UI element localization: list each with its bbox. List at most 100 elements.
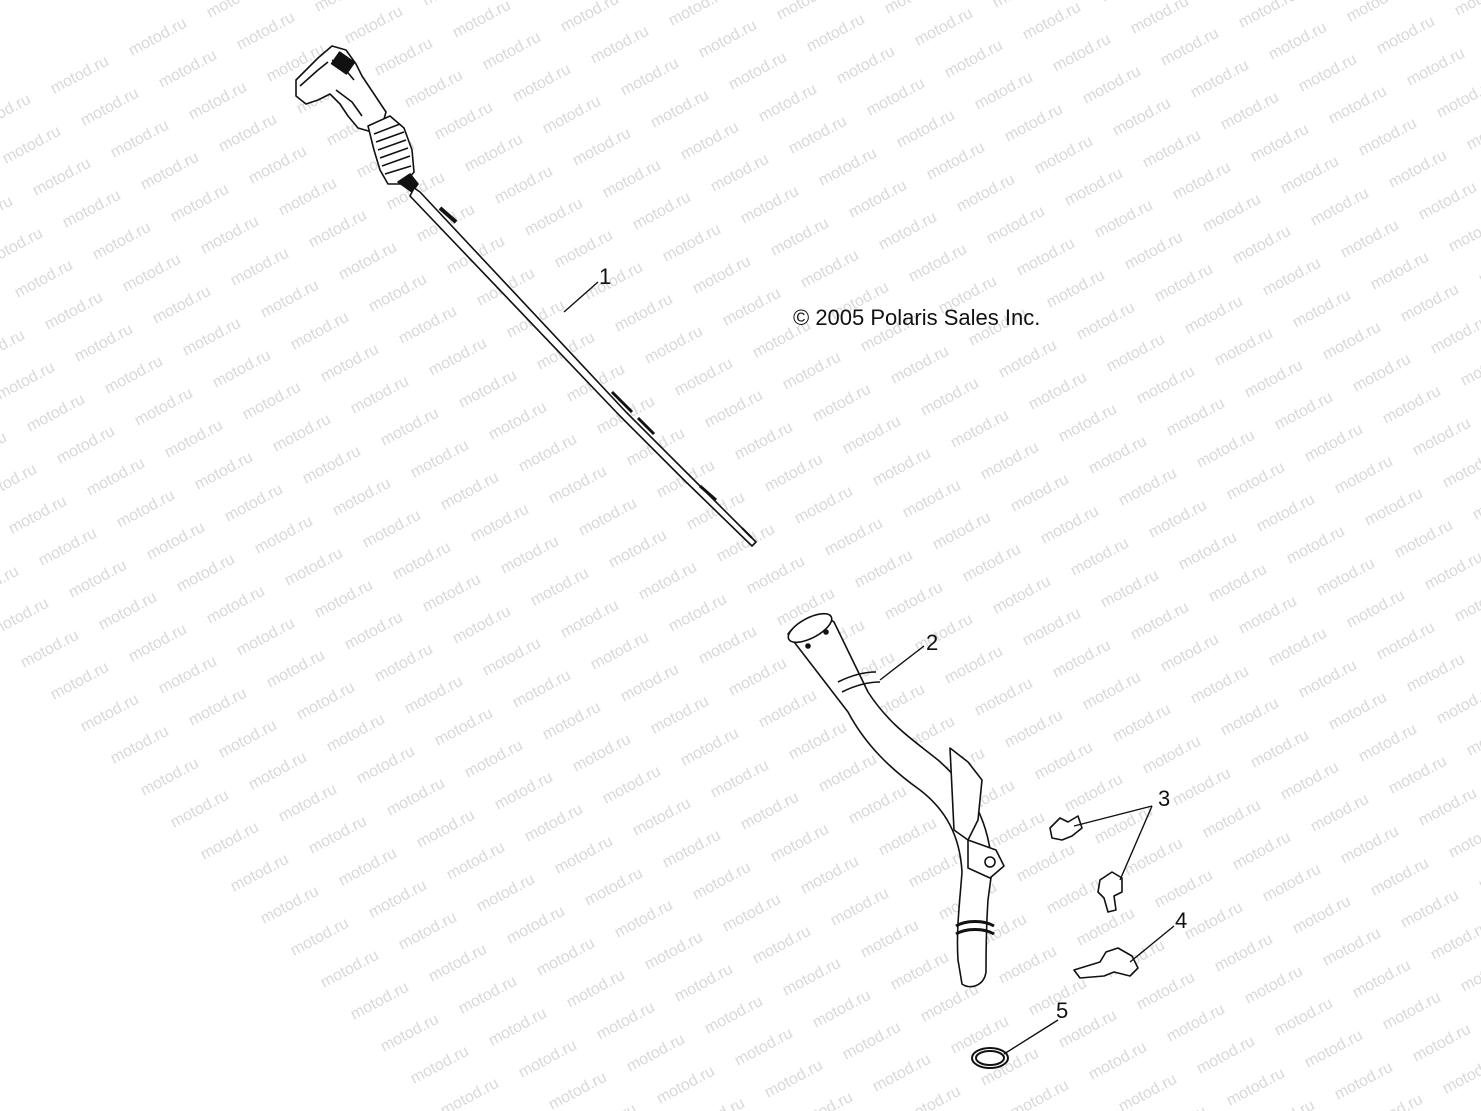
watermark-text: motod.ru — [840, 413, 904, 458]
watermark-text: motod.ru — [972, 675, 1036, 720]
watermark-text: motod.ru — [1416, 785, 1480, 830]
watermark-text: motod.ru — [1296, 657, 1360, 702]
watermark-text: motod.ru — [1158, 631, 1222, 676]
watermark-text: motod.ru — [930, 509, 994, 554]
watermark-text: motod.ru — [1476, 243, 1481, 288]
watermark-text: motod.ru — [1032, 739, 1096, 784]
watermark-text: motod.ru — [1008, 471, 1072, 516]
watermark-text: motod.ru — [408, 1043, 472, 1088]
watermark-text: motod.ru — [1452, 581, 1481, 626]
watermark-text: motod.ru — [1116, 1071, 1180, 1111]
watermark-text: motod.ru — [384, 775, 448, 820]
watermark-text: motod.ru — [174, 551, 238, 596]
watermark-text: motod.ru — [1230, 223, 1294, 268]
watermark-text: motod.ru — [888, 949, 952, 994]
watermark-text: motod.ru — [1152, 867, 1216, 912]
watermark-text: motod.ru — [1104, 331, 1168, 376]
watermark-text: motod.ru — [558, 0, 622, 36]
watermark-text: motod.ru — [1116, 465, 1180, 510]
watermark-text: motod.ru — [462, 737, 526, 782]
leader-3a — [1073, 805, 1153, 827]
watermark-text: motod.ru — [294, 679, 358, 724]
watermark-text: motod.ru — [420, 571, 484, 616]
watermark-text: motod.ru — [510, 667, 574, 712]
watermark-text: motod.ru — [942, 643, 1006, 688]
watermark-text: motod.ru — [492, 769, 556, 814]
watermark-text: motod.ru — [1332, 1059, 1396, 1104]
watermark-text: motod.ru — [1182, 899, 1246, 944]
watermark-text: motod.ru — [462, 131, 526, 176]
watermark-text: motod.ru — [756, 687, 820, 732]
watermark-text: motod.ru — [516, 1037, 580, 1082]
watermark-text: motod.ru — [972, 69, 1036, 114]
watermark-text: motod.ru — [1380, 383, 1444, 428]
watermark-text: motod.ru — [618, 55, 682, 100]
watermark-text: motod.ru — [750, 923, 814, 968]
filler-tube-part — [787, 612, 1005, 988]
watermark-text: motod.ru — [306, 813, 370, 858]
watermark-text: motod.ru — [1146, 497, 1210, 542]
watermark-text: motod.ru — [684, 1095, 748, 1111]
watermark-text: motod.ru — [0, 123, 64, 168]
watermark-text: motod.ru — [1320, 319, 1384, 364]
watermark-text: motod.ru — [426, 941, 490, 986]
watermark-text: motod.ru — [1032, 133, 1096, 178]
watermark-text: motod.ru — [1452, 0, 1481, 20]
watermark-text: motod.ru — [1338, 823, 1402, 868]
watermark-text: motod.ru — [1200, 797, 1264, 842]
watermark-text: motod.ru — [60, 187, 124, 232]
watermark-text: motod.ru — [1026, 369, 1090, 414]
watermark-text: motod.ru — [1374, 13, 1438, 58]
watermark-text: motod.ru — [1230, 829, 1294, 874]
callout-2: 2 — [926, 630, 939, 655]
watermark-text: motod.ru — [1278, 153, 1342, 198]
watermark-text: motod.ru — [996, 943, 1060, 988]
watermark-text: motod.ru — [840, 1019, 904, 1064]
watermark-text: motod.ru — [624, 1031, 688, 1076]
o-ring-part — [971, 1047, 1009, 1069]
watermark-text: motod.ru — [150, 283, 214, 328]
watermark-text: motod.ru — [1014, 841, 1078, 886]
watermark-text: motod.ru — [1164, 395, 1228, 440]
callout-3: 3 — [1158, 786, 1171, 811]
watermark-text: motod.ru — [522, 195, 586, 240]
watermark-text: motod.ru — [24, 391, 88, 436]
watermark-text: motod.ru — [1260, 255, 1324, 300]
watermark-text: motod.ru — [78, 85, 142, 130]
watermark-text: motod.ru — [1260, 861, 1324, 906]
watermark-text: motod.ru — [1218, 89, 1282, 134]
watermark-text: motod.ru — [738, 789, 802, 834]
watermark-text: motod.ru — [1008, 1077, 1072, 1111]
watermark-text: motod.ru — [1458, 345, 1481, 390]
watermark-text: motod.ru — [0, 429, 10, 474]
watermark-text: motod.ru — [1440, 1053, 1481, 1098]
watermark-text: motod.ru — [942, 37, 1006, 82]
watermark-text: motod.ru — [156, 653, 220, 698]
callout-1: 1 — [599, 264, 612, 289]
watermark-text: motod.ru — [1212, 931, 1276, 976]
watermark-text: motod.ru — [1014, 235, 1078, 280]
callout-5: 5 — [1056, 998, 1069, 1023]
watermark-text: motod.ru — [132, 385, 196, 430]
watermark-text: motod.ru — [1440, 447, 1481, 492]
watermark-text: motod.ru — [672, 355, 736, 400]
watermark-text: motod.ru — [852, 547, 916, 592]
watermark-text: motod.ru — [342, 609, 406, 654]
watermark-text: motod.ru — [222, 481, 286, 526]
watermark-text: motod.ru — [162, 417, 226, 462]
watermark-text: motod.ru — [1272, 995, 1336, 1040]
watermark-text: motod.ru — [312, 577, 376, 622]
watermark-text: motod.ru — [96, 589, 160, 634]
watermark-text: motod.ru — [1170, 765, 1234, 810]
watermark-text: motod.ru — [702, 387, 766, 432]
watermark-text: motod.ru — [486, 399, 550, 444]
watermark-text: motod.ru — [690, 253, 754, 298]
watermark-text: motod.ru — [630, 189, 694, 234]
watermark-text: motod.ru — [1158, 25, 1222, 70]
watermark-text: motod.ru — [1284, 523, 1348, 568]
watermark-text: motod.ru — [546, 463, 610, 508]
watermark-text: motod.ru — [90, 219, 154, 264]
watermark-text: motod.ru — [918, 981, 982, 1026]
watermark-text: motod.ru — [528, 565, 592, 610]
watermark-text: motod.ru — [1236, 593, 1300, 638]
